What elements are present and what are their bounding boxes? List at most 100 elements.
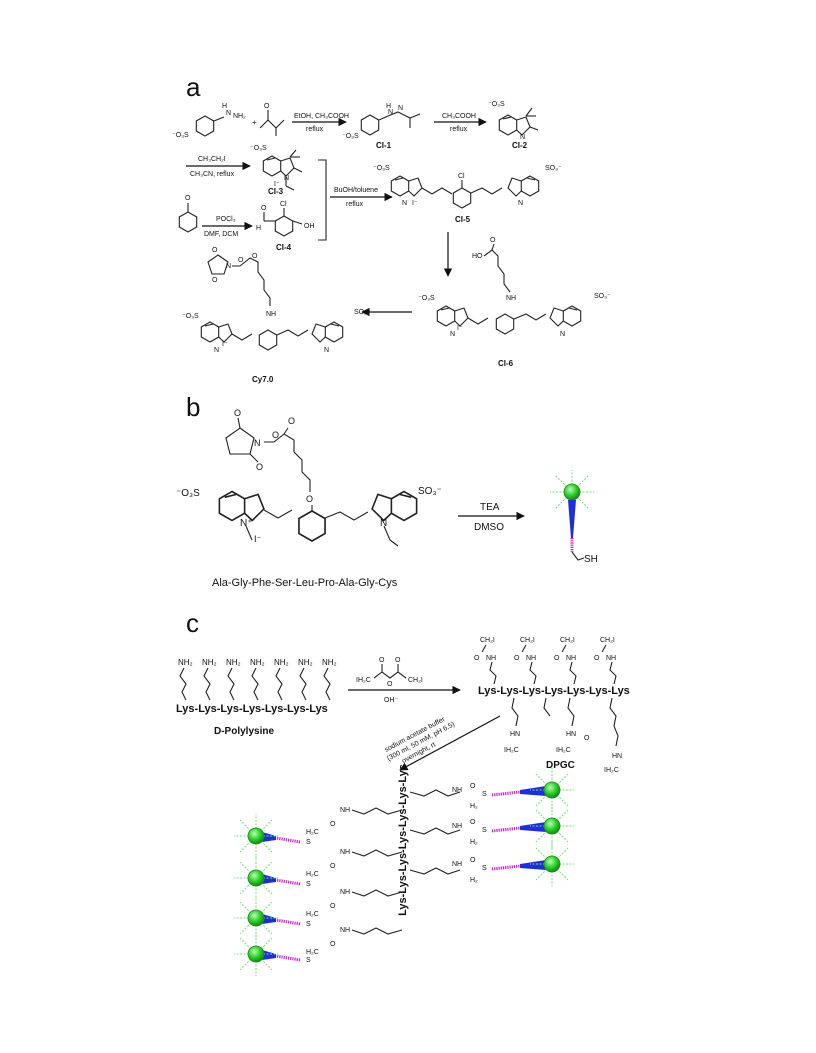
dpgc-product: CH₂I CH₂I CH₂I CH₂I O O O O NH NH NH NH xyxy=(474,637,630,774)
svg-text:BuOH/toluene: BuOH/toluene xyxy=(334,187,378,194)
svg-text:CH₂I: CH₂I xyxy=(408,677,423,684)
svg-text:O: O xyxy=(514,655,520,662)
compound-ci3: ⁻O₃S N I⁻ CI-3 xyxy=(250,145,303,196)
svg-text:NH₂: NH₂ xyxy=(322,658,337,667)
svg-text:S: S xyxy=(482,827,487,834)
svg-text:NH: NH xyxy=(340,849,350,856)
svg-text:O: O xyxy=(554,655,560,662)
svg-text:SO₃⁻: SO₃⁻ xyxy=(594,293,611,300)
svg-text:O: O xyxy=(395,657,401,664)
svg-text:O: O xyxy=(252,253,258,260)
svg-text:⁻O₃S: ⁻O₃S xyxy=(176,488,200,499)
svg-text:⁻O₃S: ⁻O₃S xyxy=(250,145,267,152)
svg-text:NH₂: NH₂ xyxy=(298,658,313,667)
label-ci3: CI-3 xyxy=(268,187,284,196)
svg-text:NH: NH xyxy=(452,787,462,794)
nanoparticle-linker-probe: SH xyxy=(549,469,598,565)
panel-b-label: b xyxy=(186,392,200,422)
svg-text:EtOH, CH₃COOH: EtOH, CH₃COOH xyxy=(294,113,349,120)
cyclohexanone: O xyxy=(178,195,198,233)
compound-ci1: H N N ⁻O₃S CI-1 xyxy=(342,103,421,150)
svg-text:H₂C: H₂C xyxy=(306,829,319,836)
svg-text:TEA: TEA xyxy=(480,502,500,513)
svg-text:IH₂C: IH₂C xyxy=(504,747,519,754)
svg-text:H₂: H₂ xyxy=(470,877,478,884)
svg-text:S: S xyxy=(306,839,311,846)
svg-text:O: O xyxy=(256,462,263,472)
svg-text:N: N xyxy=(520,134,525,141)
svg-text:NH: NH xyxy=(566,655,576,662)
svg-text:O: O xyxy=(379,657,385,664)
arrow-step1: EtOH, CH₃COOH reflux xyxy=(292,113,349,133)
svg-text:H: H xyxy=(256,225,261,232)
svg-text:I⁻: I⁻ xyxy=(274,181,280,188)
svg-text:reflux: reflux xyxy=(346,201,364,208)
svg-text:H₂: H₂ xyxy=(470,803,478,810)
svg-text:NH: NH xyxy=(606,655,616,662)
svg-text:N: N xyxy=(324,347,329,354)
compound-cy7: O O N O O NH ⁻O₃S SO₃⁻ N I⁻ N Cy7.0 xyxy=(182,247,371,384)
svg-text:NH: NH xyxy=(340,807,350,814)
svg-text:N: N xyxy=(284,175,289,182)
svg-text:DMSO: DMSO xyxy=(474,522,504,533)
svg-text:N⁺: N⁺ xyxy=(240,518,253,529)
panel-c-label: c xyxy=(186,608,199,638)
svg-text:H₂C: H₂C xyxy=(306,871,319,878)
svg-text:O: O xyxy=(594,655,600,662)
svg-text:HO: HO xyxy=(472,253,483,260)
svg-text:Cl: Cl xyxy=(280,201,287,208)
svg-text:O: O xyxy=(330,941,336,948)
svg-text:reflux: reflux xyxy=(306,126,324,133)
svg-text:S: S xyxy=(306,881,311,888)
arrow-step2: CH₃COOH reflux xyxy=(434,113,487,133)
svg-text:⁻O₃S: ⁻O₃S xyxy=(342,133,359,140)
svg-text:⁻O₃S: ⁻O₃S xyxy=(182,313,199,320)
svg-text:H₂C: H₂C xyxy=(306,949,319,956)
arrow-step5: BuOH/toluene reflux xyxy=(330,187,393,208)
svg-text:NH: NH xyxy=(340,889,350,896)
svg-text:N: N xyxy=(214,347,219,354)
svg-text:CH₂I: CH₂I xyxy=(600,637,615,644)
arrow-tea-dmso: TEA DMSO xyxy=(458,502,525,533)
compound-ci6: HO O NH ⁻O₃S SO₃⁻ N I⁻ N CI-6 xyxy=(418,237,611,368)
svg-text:N: N xyxy=(388,109,393,116)
svg-text:NH: NH xyxy=(486,655,496,662)
svg-text:⁻O₃S: ⁻O₃S xyxy=(172,132,189,139)
label-ci4: CI-4 xyxy=(276,243,292,252)
svg-text:+: + xyxy=(252,118,257,127)
svg-text:DMF, DCM: DMF, DCM xyxy=(204,231,238,238)
arrow-conjugation: sodium acetate buffer (300 ml, 50 mM, pH… xyxy=(384,715,501,771)
svg-text:NH: NH xyxy=(340,927,350,934)
right-probe-3 xyxy=(491,841,575,887)
svg-text:NH₂: NH₂ xyxy=(226,658,241,667)
svg-text:HN: HN xyxy=(566,731,576,738)
svg-text:NH₂: NH₂ xyxy=(178,658,193,667)
svg-text:⁻O₃S: ⁻O₃S xyxy=(373,165,390,172)
svg-text:O: O xyxy=(234,408,241,418)
svg-text:O: O xyxy=(470,819,476,826)
svg-text:CH₃CH₂I: CH₃CH₂I xyxy=(198,156,226,163)
svg-text:SO₃⁻: SO₃⁻ xyxy=(354,309,371,316)
svg-text:NH: NH xyxy=(452,823,462,830)
svg-text:O: O xyxy=(185,195,191,202)
svg-text:O: O xyxy=(261,205,267,212)
svg-text:Lys-Lys-Lys-Lys-Lys-Lys-Lys: Lys-Lys-Lys-Lys-Lys-Lys-Lys xyxy=(397,764,409,916)
dpgc-nanoparticle-conjugate: Lys-Lys-Lys-Lys-Lys-Lys-Lys NH NH NH O O… xyxy=(233,764,575,977)
svg-text:O: O xyxy=(330,903,336,910)
peptide-sequence: Ala-Gly-Phe-Ser-Leu-Pro-Ala-Gly-Cys xyxy=(212,577,398,589)
label-dpgc: DPGC xyxy=(546,760,575,771)
svg-text:SO₃⁻: SO₃⁻ xyxy=(418,486,442,497)
svg-text:O: O xyxy=(474,655,480,662)
svg-text:OH: OH xyxy=(304,223,315,230)
hydrazine-reactant: H N NH₂ ⁻O₃S xyxy=(172,103,246,139)
merge-bracket xyxy=(318,159,327,241)
svg-text:IH₂C: IH₂C xyxy=(556,747,571,754)
svg-text:NH: NH xyxy=(452,861,462,868)
svg-text:O: O xyxy=(470,783,476,790)
svg-text:NH: NH xyxy=(506,295,516,302)
svg-text:POCl₃: POCl₃ xyxy=(216,216,236,223)
left-probe-1 xyxy=(233,813,301,859)
svg-text:I⁻: I⁻ xyxy=(412,200,418,207)
svg-text:I⁻: I⁻ xyxy=(222,341,228,348)
